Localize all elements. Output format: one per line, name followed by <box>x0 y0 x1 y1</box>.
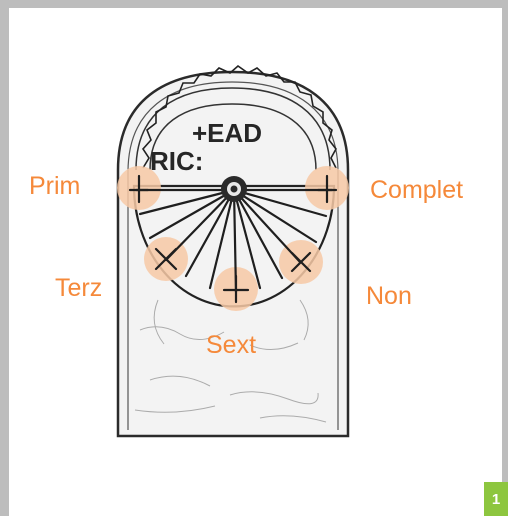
inscription-line-1: +EAD <box>192 118 262 148</box>
inscription-line-2: RIC: <box>150 146 203 176</box>
page-number-badge: 1 <box>484 482 508 516</box>
label-terz: Terz <box>55 276 102 301</box>
label-sext: Sext <box>206 333 256 358</box>
label-prim: Prim <box>29 174 80 199</box>
label-non: Non <box>366 284 412 309</box>
label-complet: Complet <box>370 178 463 203</box>
